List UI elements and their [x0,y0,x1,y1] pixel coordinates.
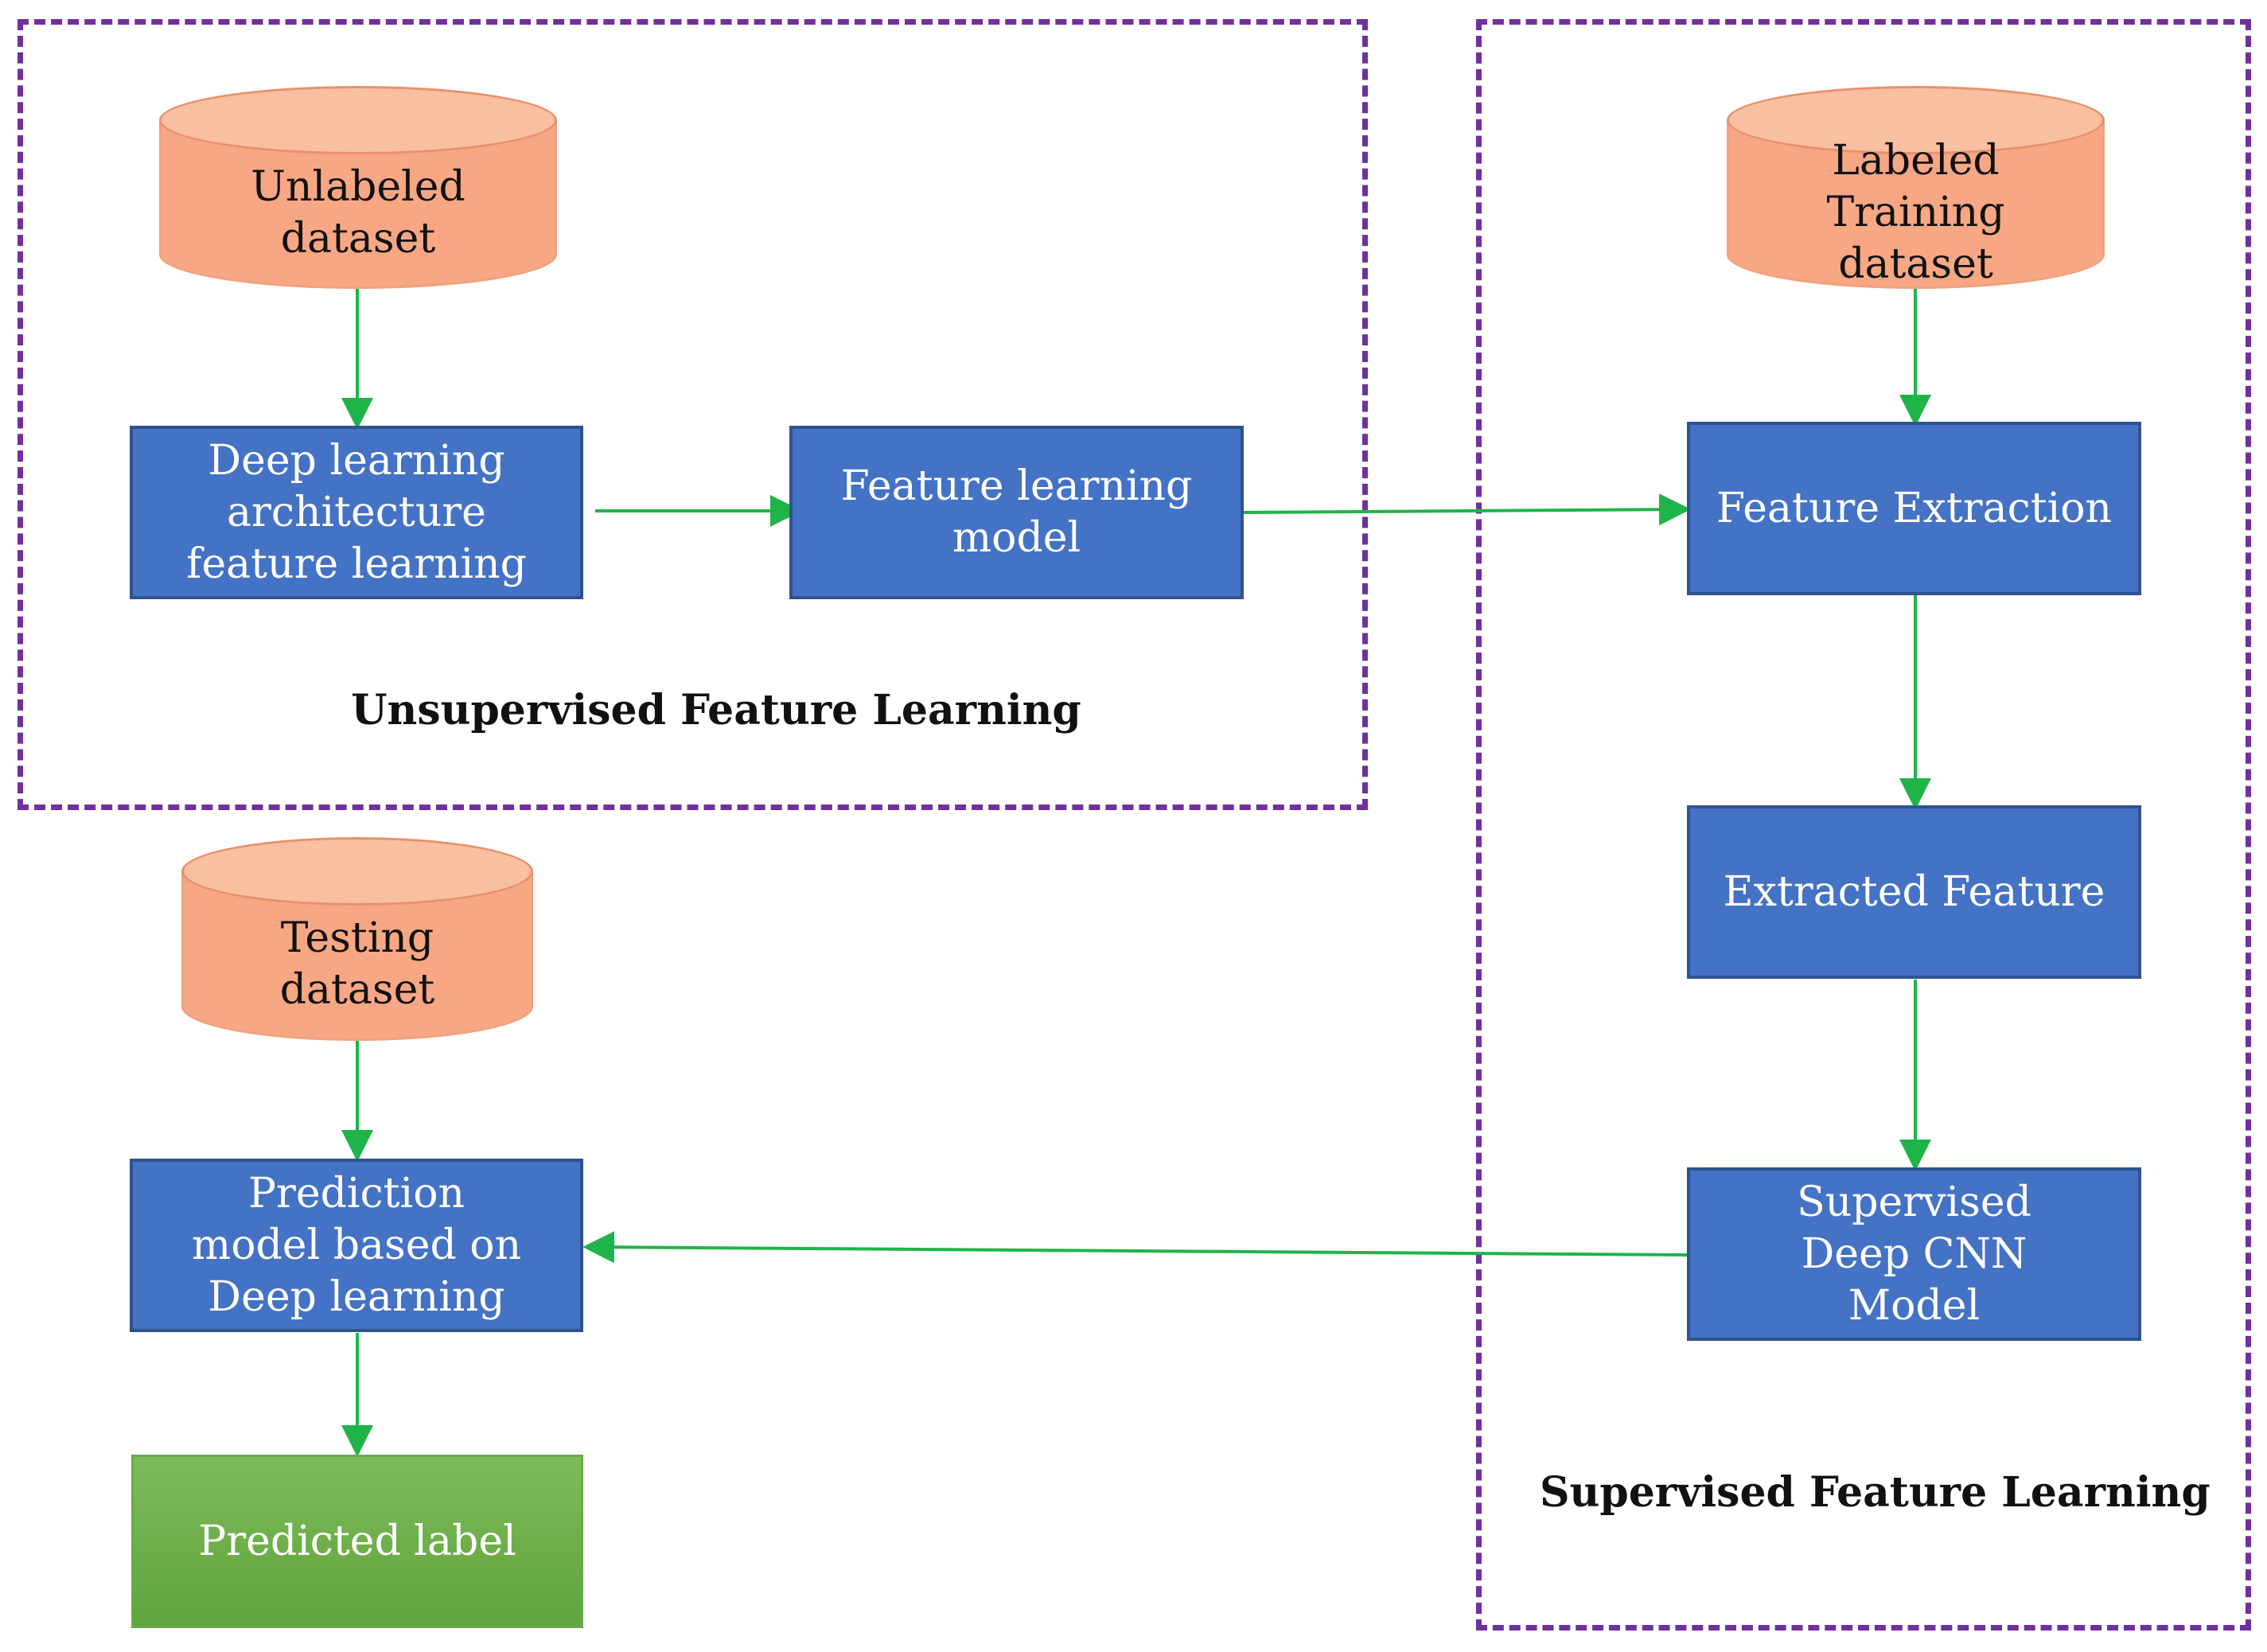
unsupervised-group-label: Unsupervised Feature Learning [351,686,1081,734]
extracted-feature-box: Extracted Feature [1687,805,2141,979]
unlabeled-dataset-label: Unlabeled dataset [251,163,465,263]
predicted-label-box: Predicted label [131,1455,583,1628]
unsupervised-group [18,19,1368,810]
testing-dataset-cylinder: Testing dataset [181,837,533,1041]
deep-architecture-box: Deep learning architecture feature learn… [130,426,583,599]
feature-learning-model-box: Feature learning model [789,426,1244,599]
supervised-group-label: Supervised Feature Learning [1540,1468,2211,1517]
arrow-cnn-to-prediction [582,1231,1688,1264]
prediction-model-box: Prediction model based on Deep learning [130,1159,583,1332]
labeled-dataset-cylinder: Labeled Training dataset [1727,86,2105,289]
supervised-group [1476,19,2251,1631]
labeled-dataset-label: Labeled Training dataset [1826,136,2005,288]
feature-extraction-box: Feature Extraction [1687,422,2141,595]
testing-dataset-label: Testing dataset [279,914,435,1014]
arrow-feature-model-to-extraction [1243,493,1691,526]
unlabeled-dataset-cylinder: Unlabeled dataset [159,86,557,289]
supervised-cnn-box: Supervised Deep CNN Model [1687,1167,2141,1341]
